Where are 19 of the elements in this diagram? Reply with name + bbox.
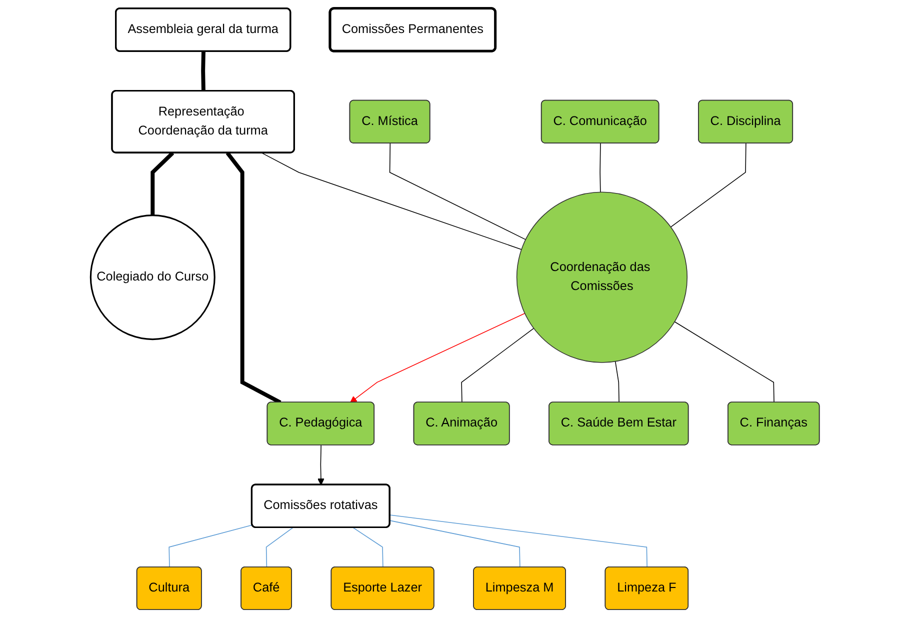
connector [461, 328, 534, 403]
connector [670, 143, 746, 228]
connector [201, 51, 206, 92]
connector [266, 527, 294, 568]
connector [168, 524, 253, 568]
connector [150, 152, 174, 216]
connector [389, 143, 526, 240]
connector [600, 143, 601, 193]
node-circle: Coordenação das Comissões [516, 192, 688, 363]
connector [352, 527, 384, 568]
node-circle: Colegiado do Curso [90, 214, 216, 340]
connector [390, 520, 520, 568]
connector [614, 361, 620, 403]
arrow [317, 444, 324, 486]
arrow [350, 312, 526, 403]
connector [226, 152, 282, 404]
connector [390, 514, 648, 568]
connector [261, 152, 522, 250]
connector [674, 321, 774, 403]
